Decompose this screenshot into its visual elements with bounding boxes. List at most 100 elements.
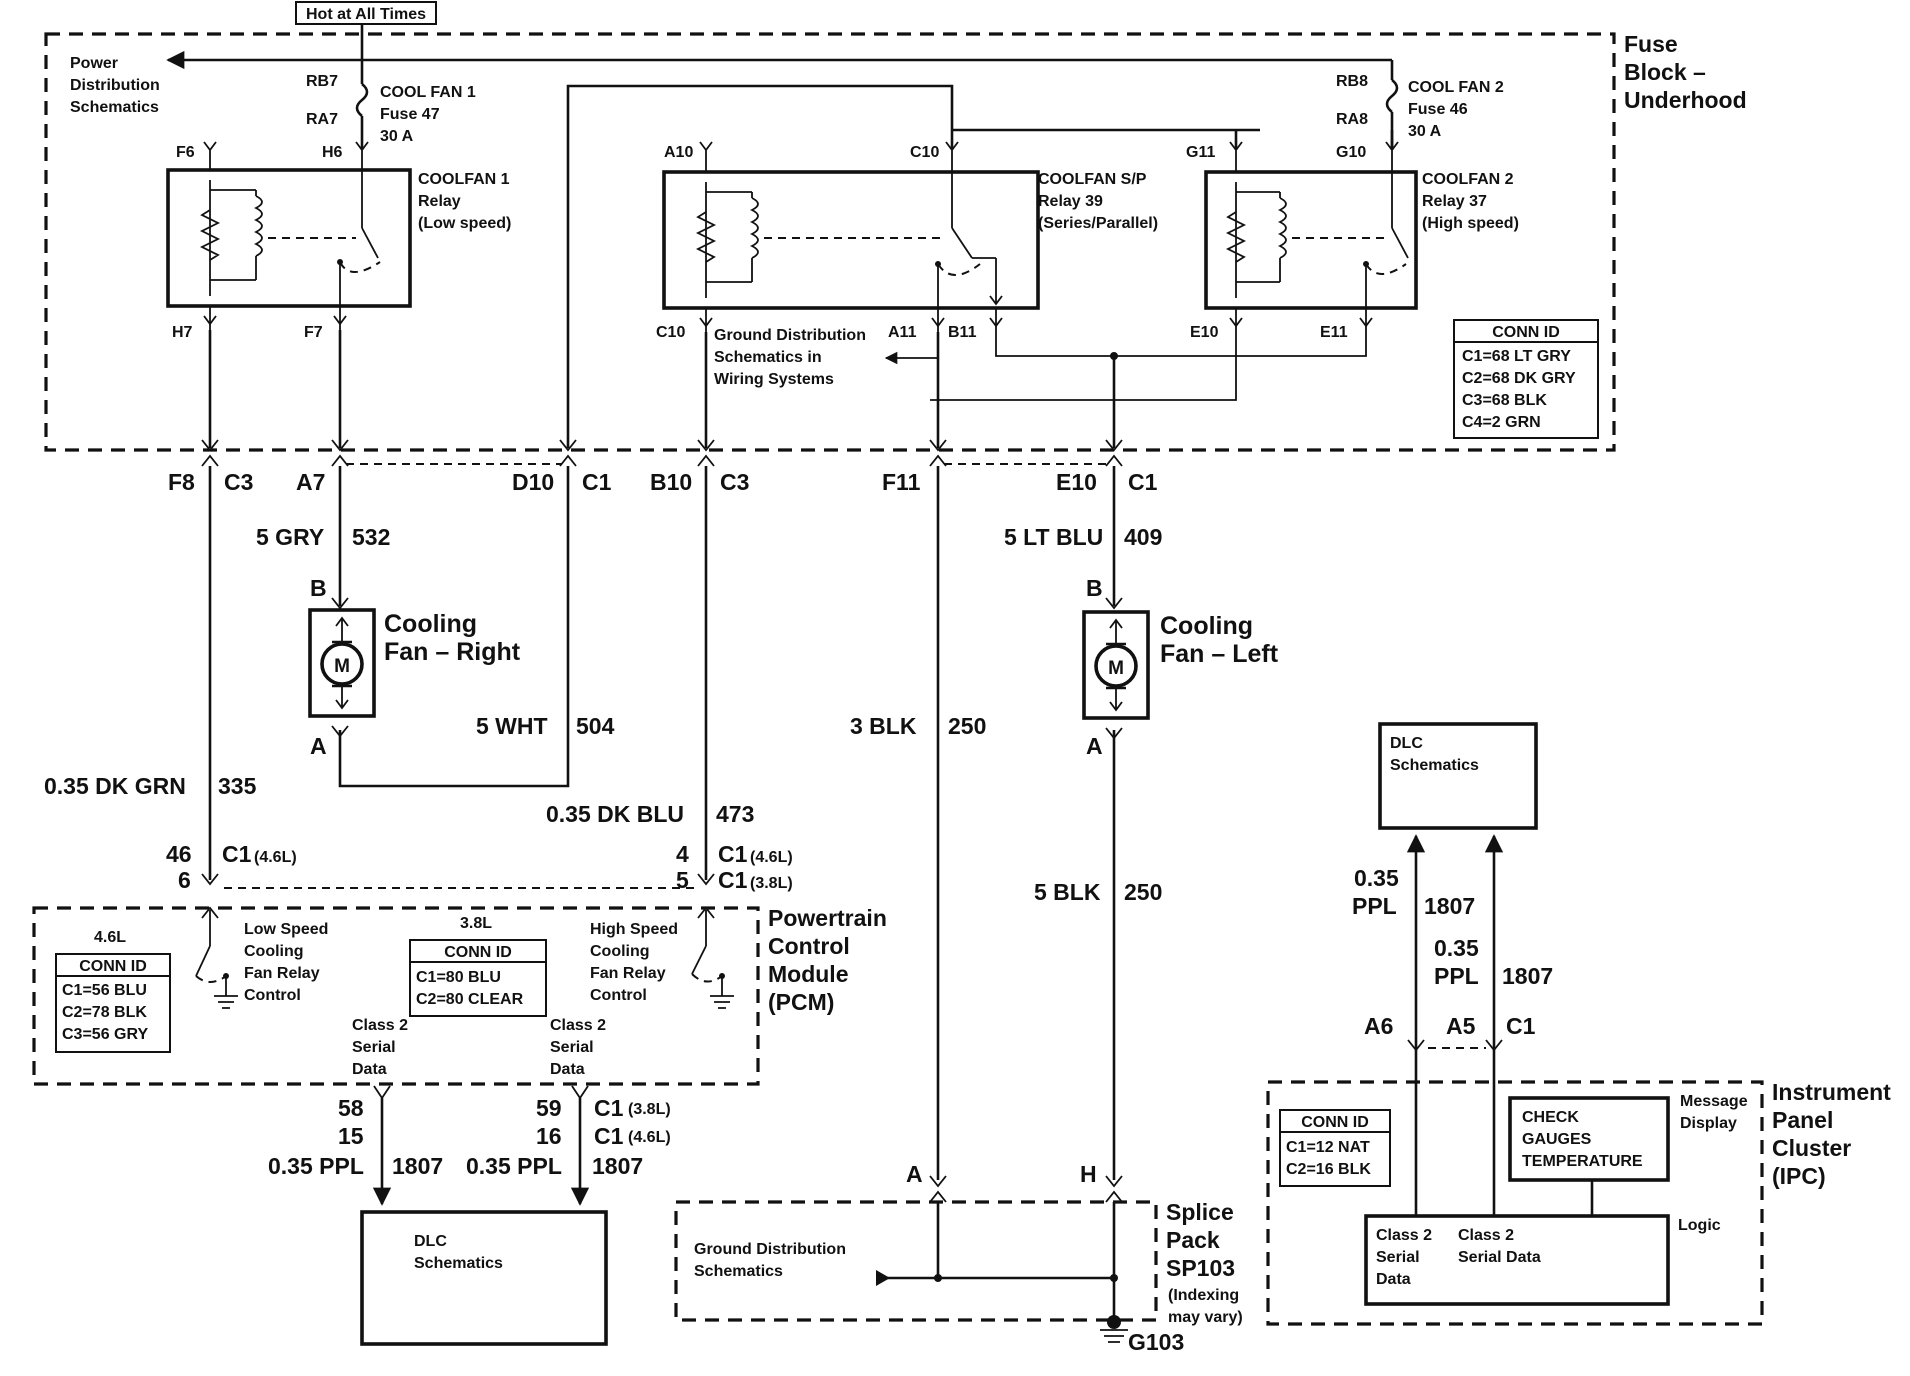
- motor-left-m: M: [1108, 658, 1124, 679]
- relay2-pin-b11: B11: [948, 324, 977, 341]
- dlc-top-2: Schematics: [1390, 757, 1479, 774]
- relay2-l3: (Series/Parallel): [1038, 215, 1158, 232]
- conn-f8-c3: C3: [224, 469, 253, 495]
- splice-pin-h: H: [1080, 1161, 1097, 1187]
- splice-ground-1: Ground Distribution: [694, 1241, 846, 1258]
- pcm-title-1: Powertrain: [768, 905, 887, 931]
- motor-left-pin-b: B: [1086, 575, 1103, 601]
- conn-a7: A7: [296, 469, 325, 495]
- g103-label: G103: [1128, 1329, 1184, 1355]
- splice-title-2: Pack: [1166, 1227, 1220, 1253]
- pcm-title-2: Control: [768, 933, 850, 959]
- hot-label-text: Hot at All Times: [306, 6, 426, 23]
- dlc-bottom-1: DLC: [414, 1233, 447, 1250]
- conn-e10: E10: [1056, 469, 1097, 495]
- fb-conn-row2: C2=68 DK GRY: [1462, 370, 1576, 387]
- splice-title-3: SP103: [1166, 1255, 1235, 1281]
- pcm-pin-4: 4: [676, 841, 689, 867]
- conn-e10-c1: C1: [1128, 469, 1158, 495]
- pcm-pin-5: 5: [676, 867, 689, 893]
- hot-at-all-times-label: Hot at All Times: [295, 1, 437, 25]
- motor-right-m: M: [334, 656, 350, 677]
- fuse-block-title-3: Underhood: [1624, 87, 1747, 113]
- cooling-fan-right-motor: B M Cooling Fan – Right A: [308, 575, 521, 759]
- relay3-name: COOLFAN 2: [1422, 171, 1514, 188]
- motor-left-pin-a: A: [1086, 733, 1103, 759]
- relay1-pin-h7: H7: [172, 324, 193, 341]
- dlc-top: DLC Schematics: [1378, 722, 1538, 830]
- wire-1807c-color: PPL: [1352, 893, 1397, 919]
- class2a-3: Data: [352, 1061, 387, 1078]
- dlc-top-1: DLC: [1390, 735, 1423, 752]
- high-speed-3: Fan Relay: [590, 965, 666, 982]
- relay1-pin-f7: F7: [304, 324, 323, 341]
- fuse1-top-pin: RB7: [306, 73, 338, 90]
- relay1-name: COOLFAN 1: [418, 171, 510, 188]
- ground-dist-2: Schematics in: [714, 349, 822, 366]
- high-speed-1: High Speed: [590, 921, 678, 938]
- power-dist-3: Schematics: [70, 99, 159, 116]
- cooling-fan-left-motor: B M Cooling Fan – Left A: [1082, 575, 1279, 759]
- fuse1-fuse: Fuse 47: [380, 106, 440, 123]
- relay3-pin-e11: E11: [1320, 324, 1348, 341]
- pcm-v38: 3.8L: [460, 915, 492, 932]
- wire-532-circuit: 532: [352, 524, 390, 550]
- wire-335-circuit: 335: [218, 773, 257, 799]
- pcm-pin-46: 46: [166, 841, 192, 867]
- conn-d10: D10: [512, 469, 554, 495]
- wire-473-circuit: 473: [716, 801, 754, 827]
- fuse1-bottom-pin: RA7: [306, 111, 338, 128]
- wire-335-gauge: 0.35 DK GRN: [44, 773, 186, 799]
- ipc-title-3: Cluster: [1772, 1135, 1851, 1161]
- relay3-pin-e10: E10: [1190, 324, 1219, 341]
- coolfan-sp-relay: A10 C10 C10 A11 B11 COO: [656, 141, 1158, 341]
- high-speed-2: Cooling: [590, 943, 650, 960]
- class2b-2: Serial: [550, 1039, 594, 1056]
- pcm-v46: 4.6L: [94, 929, 126, 946]
- pcm-right-c1as: (4.6L): [750, 849, 793, 866]
- wire-250a-gauge: 3 BLK: [850, 713, 917, 739]
- fb-conn-row3: C3=68 BLK: [1462, 392, 1547, 409]
- wire-250b-circuit: 250: [1124, 879, 1162, 905]
- fuse-46: RB8 RA8 COOL FAN 2 Fuse 46 30 A: [1336, 60, 1504, 150]
- ipc-class2b-2: Serial Data: [1458, 1249, 1541, 1266]
- conn-b10-c3: C3: [720, 469, 749, 495]
- pcm-out-59: 59: [536, 1095, 562, 1121]
- wire-1807a-gauge: 0.35 PPL: [268, 1153, 364, 1179]
- msg-label-2: Display: [1680, 1115, 1737, 1132]
- class2b-3: Data: [550, 1061, 585, 1078]
- splice-note-1: (Indexing: [1168, 1287, 1239, 1304]
- pcm: 46 6 C1 (4.6L) 4 5 C1 (4.6L) C1 (3.8L) P…: [32, 841, 887, 1086]
- wire-1807d-gauge: 0.35: [1434, 935, 1479, 961]
- motor-left-l1: Cooling: [1160, 612, 1253, 640]
- motor-right-l2: Fan – Right: [384, 638, 521, 666]
- relay2-l2: Relay 39: [1038, 193, 1103, 210]
- fuse-block-title-1: Fuse: [1624, 31, 1678, 57]
- ipc-class2a-1: Class 2: [1376, 1227, 1432, 1244]
- pcm-right-c1a: C1: [718, 841, 748, 867]
- relay3-l3: (High speed): [1422, 215, 1519, 232]
- ipc-title-2: Panel: [1772, 1107, 1833, 1133]
- motor-left-l2: Fan – Left: [1160, 640, 1279, 668]
- relay3-l2: Relay 37: [1422, 193, 1487, 210]
- fuse2-name: COOL FAN 2: [1408, 79, 1504, 96]
- wire-1807c-circuit: 1807: [1424, 893, 1475, 919]
- splice-title-1: Splice: [1166, 1199, 1234, 1225]
- fuse-block-title-2: Block –: [1624, 59, 1706, 85]
- pcm-out-16: 16: [536, 1123, 562, 1149]
- relay3-pin-g11: G11: [1186, 144, 1215, 161]
- relay1-pin-h6: H6: [322, 144, 343, 161]
- splice-note-2: may vary): [1168, 1309, 1243, 1326]
- conn-f11: F11: [882, 469, 921, 495]
- wire-504-circuit: 504: [576, 713, 615, 739]
- msg-2: GAUGES: [1522, 1131, 1592, 1148]
- relay2-pin-a10: A10: [664, 144, 693, 161]
- ipc: A6 A5 C1 Instrument Panel Cluster (IPC) …: [1266, 1013, 1891, 1326]
- msg-1: CHECK: [1522, 1109, 1579, 1126]
- motor-right-l1: Cooling: [384, 610, 477, 638]
- motor-right-pin-a: A: [310, 733, 327, 759]
- wire-532-gauge: 5 GRY: [256, 524, 324, 550]
- wire-1807c-gauge: 0.35: [1354, 865, 1399, 891]
- msg-label-1: Message: [1680, 1093, 1748, 1110]
- msg-3: TEMPERATURE: [1522, 1153, 1643, 1170]
